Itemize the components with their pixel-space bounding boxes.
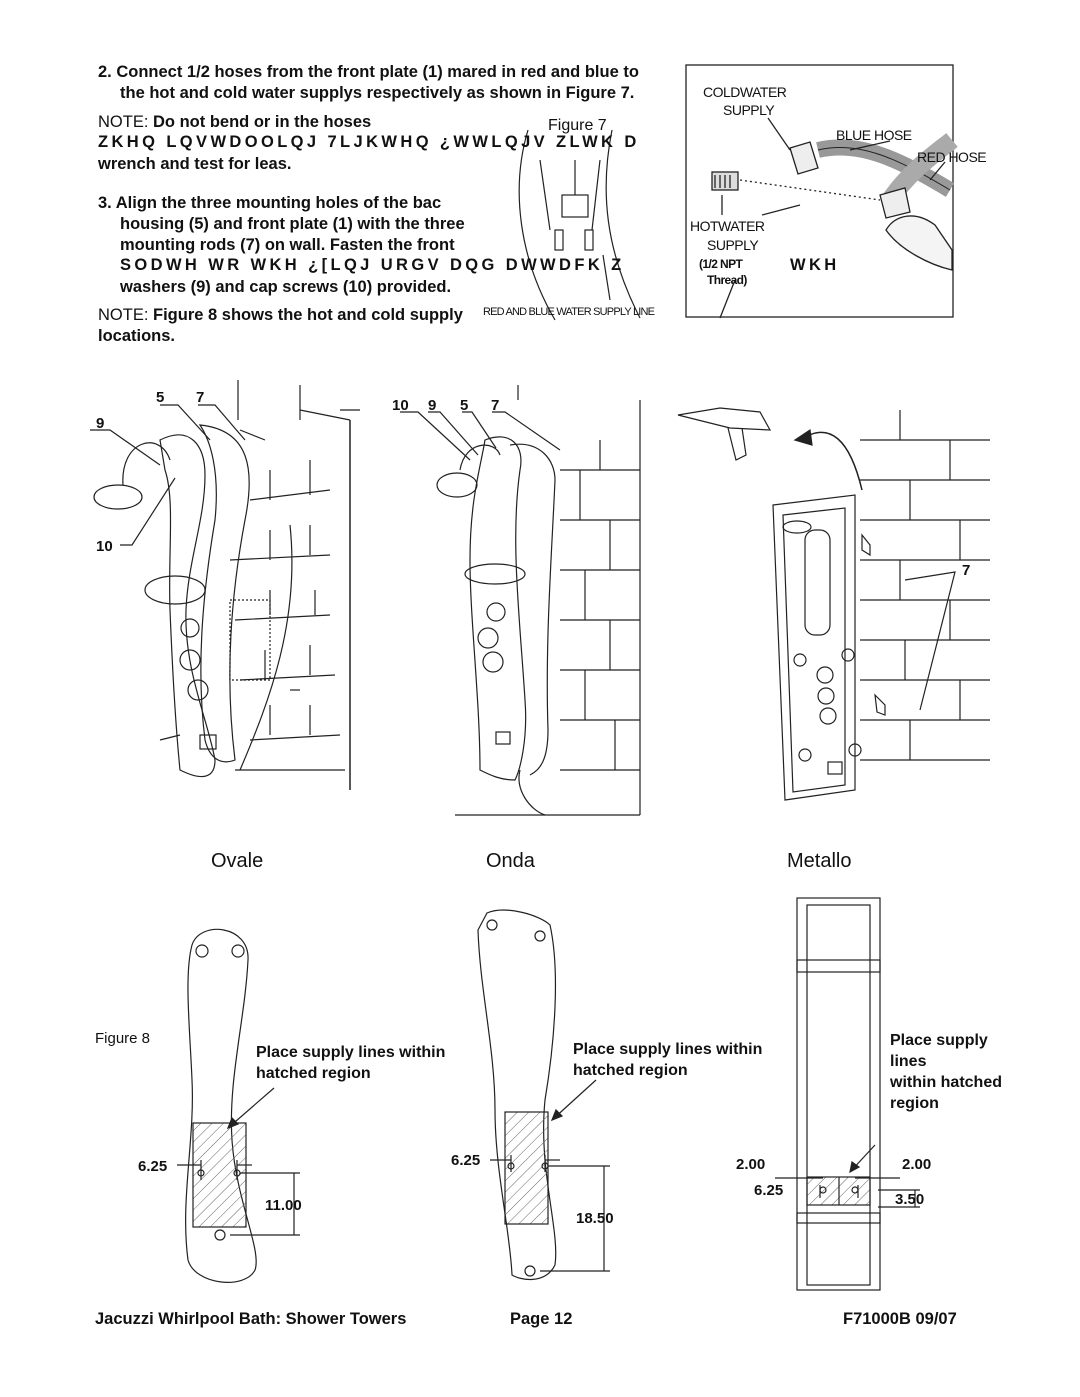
step2-line2: the hot and cold water supplys respectiv… (120, 84, 635, 102)
figure8-caption: Figure 8 (95, 1030, 151, 1047)
step3-line1: 3. Align the three mounting holes of the… (98, 194, 442, 212)
panel-sketch (518, 129, 641, 321)
thread-label: Thread) (707, 273, 747, 287)
onda-callout-9: 9 (428, 397, 437, 414)
step3-line3: mounting rods (7) on wall. Fasten the fr… (120, 236, 455, 254)
note2: NOTE: Figure 8 shows the hot and cold su… (98, 305, 463, 326)
note1-garbled: ZKHQ LQVWDOOLQJ 7LJKWHQ ¿WWLQJV ZLWK D (98, 133, 640, 151)
metallo-install (677, 407, 990, 801)
note1-prefix: NOTE: (98, 113, 149, 131)
note2-text: Figure 8 shows the hot and cold supply (148, 306, 463, 324)
ovale-callout-5: 5 (156, 389, 165, 406)
ovale-height: 11.00 (265, 1197, 302, 1214)
note2-end: locations. (98, 327, 176, 345)
note1-end: wrench and test for leas. (98, 155, 292, 173)
ovale-callout-9: 9 (96, 415, 105, 432)
step3-garbled: SODWH WR WKH ¿[LQJ URGV DQG DWWDFK Z (120, 256, 625, 274)
onda-callout-7: 7 (491, 397, 500, 414)
metallo-left: 2.00 (736, 1156, 766, 1173)
metallo-right: 2.00 (902, 1156, 932, 1173)
step2-line1: 2. Connect 1/2 hoses from the front plat… (98, 63, 639, 81)
figure7-diagram (685, 64, 958, 319)
metallo-height: 3.50 (895, 1191, 925, 1208)
note2-prefix: NOTE: (98, 306, 149, 324)
model-onda: Onda (486, 850, 535, 872)
onda-install (400, 385, 641, 816)
model-ovale: Ovale (211, 850, 264, 872)
onda-width: 6.25 (451, 1152, 481, 1169)
metallo-place-4: region (890, 1095, 939, 1112)
note1: NOTE: Do not bend or in the hoses (98, 112, 371, 133)
ovale-width: 6.25 (138, 1158, 168, 1175)
onda-height: 18.50 (576, 1210, 614, 1227)
ovale-place-text: Place supply lines within hatched region (256, 1044, 446, 1082)
hot-water-label: HOTWATER (690, 218, 765, 234)
figure8-diagram (177, 897, 920, 1291)
step3-line2: housing (5) and front plate (1) with the… (120, 215, 465, 233)
ovale-callout-7: 7 (196, 389, 205, 406)
footer-right: F71000B 09/07 (843, 1310, 957, 1328)
onda-place-text: Place supply lines within hatched region (573, 1041, 763, 1079)
ovale-callout-10: 10 (96, 538, 113, 555)
footer-page: Page 12 (510, 1310, 573, 1328)
note1-text: Do not bend or in the hoses (148, 113, 372, 131)
onda-callout-5: 5 (460, 397, 469, 414)
step3-garbled-end: WKH (790, 256, 840, 274)
blue-hose-label: BLUE HOSE (836, 127, 912, 143)
ovale-install (90, 380, 360, 790)
metallo-place-3: within hatched (890, 1074, 1002, 1091)
cold-supply-label: SUPPLY (723, 102, 775, 118)
supply-lines-label: RED AND BLUE WATER SUPPLY LINE (483, 306, 655, 318)
npt-label: (1/2 NPT (699, 257, 743, 271)
model-metallo: Metallo (787, 850, 852, 872)
figure7-caption: Figure 7 (548, 117, 607, 135)
step3-line5: washers (9) and cap screws (10) provided… (120, 278, 452, 296)
metallo-place-1: Place supply (890, 1032, 988, 1049)
red-hose-label: RED HOSE (917, 149, 987, 165)
metallo-callout-7: 7 (962, 562, 971, 579)
metallo-width: 6.25 (754, 1182, 784, 1199)
metallo-place-2: lines (890, 1053, 927, 1070)
onda-callout-10: 10 (392, 397, 409, 414)
footer-left: Jacuzzi Whirlpool Bath: Shower Towers (95, 1310, 407, 1328)
cold-water-label: COLDWATER (703, 84, 787, 100)
hot-supply-label: SUPPLY (707, 237, 759, 253)
